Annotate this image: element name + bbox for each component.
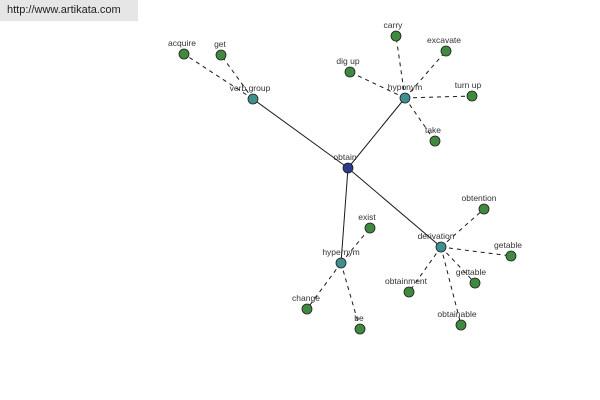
node-exist[interactable]	[364, 222, 376, 234]
label-obtainment: obtainment	[385, 276, 428, 286]
node-dig-up[interactable]	[344, 66, 356, 78]
label-obtainable: obtainable	[437, 309, 477, 319]
node-get[interactable]	[215, 49, 227, 61]
label-turn-up: turn up	[455, 80, 482, 90]
edges-layer	[183, 35, 512, 330]
label-derivation: derivation	[418, 231, 455, 241]
label-hypernym: hypernym	[322, 247, 359, 257]
label-dig-up: dig up	[336, 56, 359, 66]
url-banner[interactable]: http://www.artikata.com	[0, 0, 138, 21]
node-derivation[interactable]	[435, 241, 447, 253]
node-be[interactable]	[354, 323, 366, 335]
label-exist: exist	[358, 212, 376, 222]
node-hyponym[interactable]	[399, 92, 411, 104]
edge-hyponym-excavate	[404, 50, 447, 99]
label-verb-group: verb group	[230, 83, 271, 93]
nodes-layer	[178, 30, 517, 335]
label-obtention: obtention	[462, 193, 497, 203]
edge-verb-group-get	[220, 54, 254, 100]
label-excavate: excavate	[427, 35, 461, 45]
node-acquire[interactable]	[178, 48, 190, 60]
node-obtain[interactable]	[342, 162, 354, 174]
label-hyponym: hyponym	[388, 82, 423, 92]
node-obtention[interactable]	[478, 203, 490, 215]
edge-hyponym-dig-up	[349, 71, 406, 99]
edge-obtain-derivation	[347, 167, 442, 248]
label-gettable: gettable	[456, 267, 487, 277]
node-getable[interactable]	[505, 250, 517, 262]
edge-hyponym-turn-up	[404, 95, 473, 99]
edge-obtain-verb-group	[252, 98, 349, 169]
node-change[interactable]	[301, 303, 313, 315]
edge-hyponym-take	[404, 97, 436, 142]
label-change: change	[292, 293, 320, 303]
label-getable: getable	[494, 240, 522, 250]
edge-derivation-obtention	[440, 208, 485, 248]
edge-hypernym-exist	[340, 227, 371, 264]
label-be: be	[354, 313, 364, 323]
labels-layer: obtain verb group acquire get hyponym carry ex…	[168, 20, 522, 323]
node-obtainment[interactable]	[403, 286, 415, 298]
node-excavate[interactable]	[440, 45, 452, 57]
label-acquire: acquire	[168, 38, 196, 48]
edge-obtain-hyponym	[347, 97, 406, 169]
label-take: take	[425, 125, 441, 135]
edge-hypernym-be	[340, 262, 361, 330]
label-obtain: obtain	[333, 152, 356, 162]
edge-derivation-obtainment	[408, 246, 442, 293]
edge-obtain-hypernym	[340, 167, 349, 264]
edge-derivation-getable	[440, 246, 512, 257]
node-carry[interactable]	[390, 30, 402, 42]
node-obtainable[interactable]	[455, 319, 467, 331]
edge-hypernym-change	[306, 262, 342, 310]
node-gettable[interactable]	[469, 277, 481, 289]
edge-derivation-obtainable	[440, 246, 462, 326]
node-take[interactable]	[429, 135, 441, 147]
label-get: get	[214, 39, 226, 49]
edge-derivation-gettable	[440, 246, 476, 284]
node-hypernym[interactable]	[335, 257, 347, 269]
node-turn-up[interactable]	[466, 90, 478, 102]
node-verb-group[interactable]	[247, 93, 259, 105]
edge-hyponym-carry	[395, 35, 406, 99]
edge-verb-group-acquire	[183, 53, 254, 100]
label-carry: carry	[384, 20, 404, 30]
